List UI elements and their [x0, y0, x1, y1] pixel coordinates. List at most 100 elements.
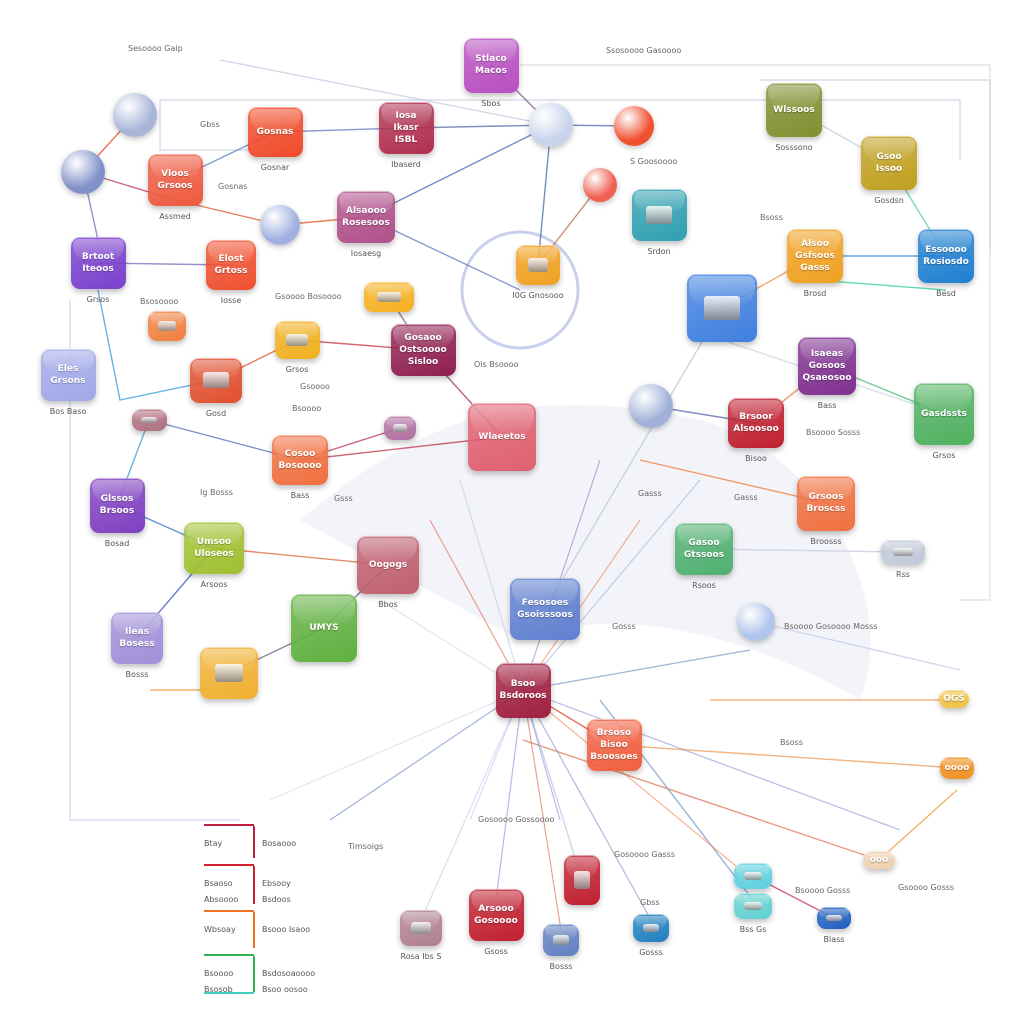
diagram-node[interactable]: Brsoor Alsoosoo [728, 398, 784, 448]
diagram-node[interactable] [364, 282, 414, 312]
diagram-node[interactable] [734, 863, 772, 889]
diagram-node[interactable] [881, 540, 925, 564]
diagram-node[interactable]: OGS [939, 690, 969, 708]
diagram-node[interactable]: Brtoot Iteoos [70, 237, 126, 289]
diagram-node[interactable]: UMYS [291, 594, 357, 662]
diagram-node[interactable] [131, 409, 167, 431]
node-label: Isaeas Gosoos Qsaeosoo [802, 349, 852, 383]
diagram-node[interactable] [817, 907, 851, 929]
diagram-node[interactable]: Iosa Ikasr ISBL [378, 102, 434, 154]
annotation-label: Gsss [334, 494, 353, 503]
diagram-node[interactable] [687, 274, 757, 342]
annotation-label: Gbss [640, 898, 660, 907]
annotation-label: Bsoss [780, 738, 803, 747]
diagram-node[interactable]: Oogogs [357, 536, 419, 594]
node-caption: Bass [290, 491, 310, 500]
diagram-node[interactable]: Wlaeetos [468, 403, 536, 471]
annotation-label: Gsoooo Gosss [898, 883, 955, 892]
diagram-node[interactable]: Alsaooo Rosesoos [337, 191, 395, 243]
app-icon [141, 416, 157, 424]
diagram-node[interactable]: Alsoo Gsfsoos Gasss [787, 229, 843, 283]
hub-icon[interactable] [529, 103, 573, 147]
connector-line [495, 689, 524, 901]
diagram-node[interactable]: Eles Grsons [40, 349, 96, 401]
node-caption: Bosss [125, 670, 149, 679]
node-label: Oogogs [368, 560, 408, 570]
red-sphere-icon[interactable] [614, 106, 654, 146]
legend-value: Ebsooy Bsdoos [262, 879, 291, 904]
diagram-node[interactable] [633, 914, 669, 942]
app-icon [744, 872, 762, 880]
printer-icon[interactable] [629, 384, 673, 428]
red-sphere-icon[interactable] [583, 168, 617, 202]
diagram-node[interactable]: Gasoo Gtssoos [675, 523, 733, 575]
annotation-label: Gosnas [218, 182, 248, 191]
node-label: Brtoot Iteoos [81, 252, 115, 274]
diagram-node[interactable] [148, 311, 186, 341]
diagram-node[interactable]: Bsoo Bsdoroos [495, 662, 551, 718]
node-label: Gasoo Gtssoos [683, 538, 725, 560]
diagram-node[interactable]: Stlaco Macos [463, 37, 519, 93]
diagram-node[interactable] [190, 357, 242, 403]
legend-value: Bsooo Isaoo [262, 925, 311, 934]
node-label: UMYS [309, 623, 339, 633]
diagram-node[interactable]: Wlssoos [766, 83, 822, 137]
diagram-node[interactable]: Gosnas [247, 107, 303, 157]
node-label: Alsoo Gsfsoos Gasss [795, 239, 835, 273]
diagram-node[interactable]: Fesosoes Gsoisssoos [510, 578, 580, 640]
app-icon [642, 923, 660, 933]
diagram-node[interactable] [384, 416, 416, 440]
globe-icon[interactable] [113, 93, 157, 137]
connector-line [522, 479, 701, 691]
node-label: Wlssoos [773, 105, 815, 115]
diagram-node[interactable] [274, 321, 320, 359]
connector-line [522, 689, 901, 831]
diagram-node[interactable]: Essoooo Rosiosdo [918, 229, 974, 283]
app-icon [826, 914, 842, 922]
shield-icon[interactable] [737, 603, 775, 641]
diagram-node[interactable]: Grsoos Broscss [797, 475, 855, 531]
diagram-node[interactable]: Cosoo Bosoooo [272, 435, 328, 485]
diagram-node[interactable]: Vloos Grsoos [147, 154, 203, 206]
diagram-node[interactable] [543, 924, 579, 956]
server-icon[interactable] [260, 205, 300, 245]
node-label: Eles Grsons [50, 364, 86, 386]
diagram-node[interactable]: ooo [863, 851, 895, 869]
diagram-node[interactable]: Brsoso Bisoo Bsoosoes [586, 719, 642, 771]
diagram-node[interactable]: Isaeas Gosoos Qsaeosoo [798, 337, 856, 395]
node-caption: Gosdsn [874, 196, 904, 205]
diagram-node[interactable]: Gosaoo Ostsoooo Sisloo [390, 324, 456, 376]
diagram-node[interactable] [734, 893, 772, 919]
legend-bar [253, 912, 255, 948]
diagram-node[interactable]: Glssos Brsoos [89, 477, 145, 533]
diagram-node[interactable]: Umsoo Uloseos [184, 522, 244, 574]
connector-line [522, 689, 562, 931]
diagram-node[interactable]: Gsoo Issoo [861, 136, 917, 190]
app-icon [158, 321, 176, 331]
diagram-node[interactable]: Arsooo Gosoooo [468, 889, 524, 941]
diagram-node[interactable] [200, 647, 258, 699]
monitor-icon[interactable] [61, 150, 105, 194]
node-label: Brsoso Bisoo Bsoosoes [590, 728, 638, 762]
node-caption: Bosss [549, 962, 573, 971]
diagram-node[interactable] [400, 910, 442, 946]
diagram-node[interactable]: Ileas Bosess [111, 612, 163, 664]
connector-line [522, 649, 751, 691]
diagram-node[interactable]: oooo [940, 757, 974, 779]
node-caption: Gsoss [484, 947, 508, 956]
node-caption: Iosaesg [350, 249, 382, 258]
legend-value: Bsdosoaoooo Bsoo oosoo [262, 969, 316, 994]
diagram-node[interactable]: Elost Grtoss [206, 240, 256, 290]
annotation-label: Ois Bsoooo [474, 360, 519, 369]
diagram-node[interactable] [564, 855, 600, 905]
diagram-node[interactable] [516, 245, 560, 285]
node-caption: Srdon [647, 247, 671, 256]
connector-line [522, 689, 652, 921]
node-caption: Blass [823, 935, 845, 944]
diagram-node[interactable]: Gasdssts [914, 383, 974, 445]
diagram-node[interactable] [631, 189, 687, 241]
